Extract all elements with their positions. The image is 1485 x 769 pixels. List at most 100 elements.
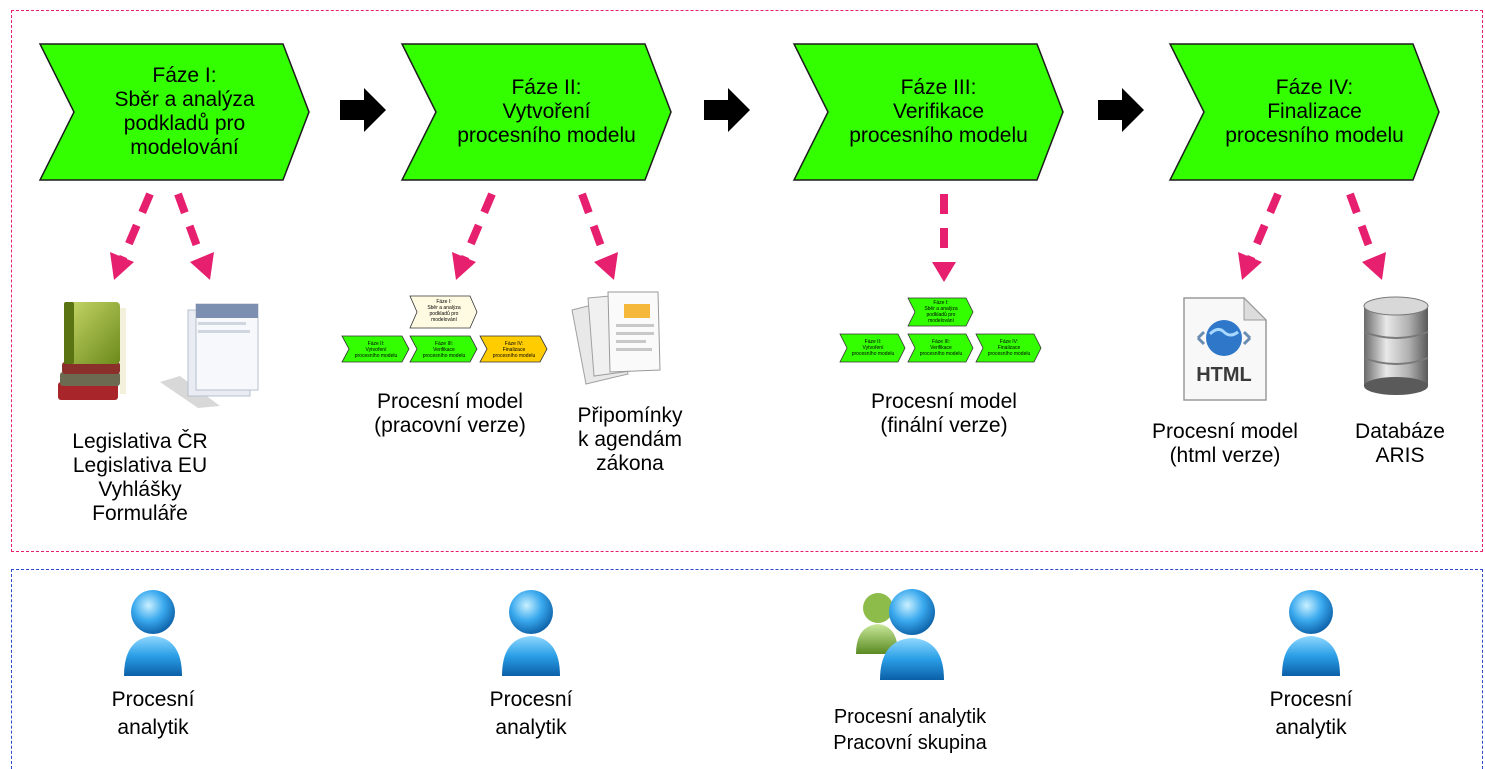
user-icon bbox=[502, 590, 560, 676]
phase-4-text: Fáze IV: Finalizace procesního modelu bbox=[1220, 42, 1409, 182]
arrow-right-icon bbox=[1098, 88, 1144, 132]
mini-phase-1-line: podkladů pro bbox=[429, 311, 459, 317]
phase-1-text: Fáze I: Sběr a analýza podkladů pro mode… bbox=[90, 42, 279, 182]
mini-process-model-working: Fáze I: Sběr a analýza podkladů pro mode… bbox=[340, 294, 550, 374]
role-4-line: Procesní bbox=[1269, 688, 1353, 711]
dashed-arrow-icon bbox=[1238, 192, 1282, 280]
mini-phase-3-line: Verifikace bbox=[433, 347, 455, 353]
role-1-line: analytik bbox=[117, 716, 189, 739]
mini-phase-2-text: Fáze II: Vytvoření procesního modelu bbox=[348, 341, 404, 359]
phase-3-chevron: Fáze III: Verifikace procesního modelu bbox=[792, 42, 1065, 182]
mini-phase-3-line: procesního modelu bbox=[422, 353, 466, 359]
phase-1-line-2: Sběr a analýza bbox=[114, 88, 255, 111]
role-3-line: Procesní analytik bbox=[833, 706, 987, 728]
legislation-line: Formuláře bbox=[92, 502, 188, 525]
mini-phase-3-line: Fáze III: bbox=[434, 341, 454, 347]
phase-2-text: Fáze II: Vytvoření procesního modelu bbox=[452, 42, 641, 182]
dashed-arrow-icon bbox=[578, 192, 618, 280]
dashed-arrow-icon bbox=[1346, 192, 1386, 280]
comments-line: zákona bbox=[596, 452, 664, 475]
mini-phase-2-line: Vytvoření bbox=[365, 347, 387, 353]
html-file-icon: HTML bbox=[1178, 296, 1270, 402]
phase-2-line-1: Fáze II: bbox=[511, 76, 582, 99]
mini-final-phase-3-line: Fáze III: bbox=[931, 339, 951, 345]
role-1-line: Procesní bbox=[111, 688, 195, 711]
comments-line: Připomínky bbox=[577, 404, 683, 427]
mini-final-phase-4-line: procesního modelu bbox=[987, 351, 1031, 357]
mini-final-phase-2-line: Fáze II: bbox=[864, 339, 882, 345]
role-2-label: Procesní analytik bbox=[441, 686, 621, 742]
user-group-icon bbox=[856, 589, 944, 680]
phase-3-text: Fáze III: Verifikace procesního modelu bbox=[844, 42, 1033, 182]
model-html-line: (html verze) bbox=[1169, 444, 1281, 467]
role-2-line: analytik bbox=[495, 716, 567, 739]
dashed-arrow-icon bbox=[452, 192, 496, 280]
phase-2-line-3: procesního modelu bbox=[457, 124, 636, 147]
mini-phase-1-text: Fáze I: Sběr a analýza podkladů pro mode… bbox=[416, 299, 472, 323]
phase-4-line-1: Fáze IV: bbox=[1275, 76, 1354, 99]
mini-final-phase-2-line: Vytvoření bbox=[862, 345, 884, 351]
mini-final-phase-3-line: procesního modelu bbox=[919, 351, 963, 357]
user-icon bbox=[1282, 590, 1340, 676]
papers-icon bbox=[571, 291, 661, 385]
mini-final-phase-2-line: procesního modelu bbox=[851, 351, 895, 357]
arrow-right-icon bbox=[704, 88, 750, 132]
model-working-line: Procesní model bbox=[377, 390, 523, 413]
mini-final-phase-4-line: Fáze IV: bbox=[999, 339, 1019, 345]
mini-phase-1-line: Fáze I: bbox=[436, 299, 452, 305]
phase-1-chevron: Fáze I: Sběr a analýza podkladů pro mode… bbox=[38, 42, 311, 182]
database-icon bbox=[1363, 296, 1429, 395]
role-1-label: Procesní analytik bbox=[63, 686, 243, 742]
mini-phase-4-text: Fáze IV: Finalizace procesního modelu bbox=[486, 341, 542, 359]
mini-final-phase-1-line: Sběr a analýza bbox=[924, 306, 958, 312]
role-3-line: Pracovní skupina bbox=[833, 732, 987, 754]
mini-phase-2-line: Fáze II: bbox=[367, 341, 385, 347]
role-3-label: Procesní analytik Pracovní skupina bbox=[800, 704, 1020, 756]
mini-final-phase-4-line: Finalizace bbox=[997, 345, 1021, 351]
mini-phase-3-text: Fáze III: Verifikace procesního modelu bbox=[416, 341, 472, 359]
mini-final-phase-1-line: modelování bbox=[928, 318, 954, 324]
mini-phase-1-line: modelování bbox=[431, 317, 457, 323]
database-line: ARIS bbox=[1375, 444, 1425, 467]
phase-3-line-3: procesního modelu bbox=[849, 124, 1028, 147]
mini-phase-4-line: Fáze IV: bbox=[504, 341, 524, 347]
mini-phase-1-line: Sběr a analýza bbox=[427, 305, 461, 311]
books-icon bbox=[58, 302, 126, 400]
legislation-line: Vyhlášky bbox=[98, 478, 182, 501]
role-4-line: analytik bbox=[1275, 716, 1347, 739]
legislation-line: Legislativa ČR bbox=[72, 430, 208, 453]
model-working-line: (pracovní verze) bbox=[374, 414, 526, 437]
mini-final-phase-2-text: Fáze II: Vytvoření procesního modelu bbox=[846, 339, 900, 357]
role-4-label: Procesní analytik bbox=[1221, 686, 1401, 742]
dashed-arrow-icon bbox=[110, 192, 154, 280]
role-2-line: Procesní bbox=[489, 688, 573, 711]
model-final-line: Procesní model bbox=[871, 390, 1017, 413]
database-label: Databáze ARIS bbox=[1340, 420, 1460, 468]
roles-frame bbox=[11, 569, 1483, 769]
documents-icon bbox=[160, 303, 259, 408]
phase-4-line-3: procesního modelu bbox=[1225, 124, 1404, 147]
dashed-arrow-icon bbox=[174, 192, 214, 280]
legislation-label: Legislativa ČR Legislativa EU Vyhlášky F… bbox=[50, 430, 230, 526]
phase-1-line-3: podkladů pro bbox=[123, 112, 246, 135]
mini-final-phase-3-line: Verifikace bbox=[930, 345, 952, 351]
mini-phase-4-line: procesního modelu bbox=[492, 353, 536, 359]
phase-1-line-4: modelování bbox=[130, 136, 239, 159]
mini-final-phase-3-text: Fáze III: Verifikace procesního modelu bbox=[914, 339, 968, 357]
phase-1-line-1: Fáze I: bbox=[152, 64, 217, 87]
phase-2-line-2: Vytvoření bbox=[502, 100, 591, 123]
mini-final-phase-4-text: Fáze IV: Finalizace procesního modelu bbox=[982, 339, 1036, 357]
legislation-line: Legislativa EU bbox=[72, 454, 208, 477]
phase-2-chevron: Fáze II: Vytvoření procesního modelu bbox=[400, 42, 673, 182]
database-line: Databáze bbox=[1355, 420, 1445, 443]
phase-4-chevron: Fáze IV: Finalizace procesního modelu bbox=[1168, 42, 1441, 182]
model-html-label: Procesní model (html verze) bbox=[1125, 420, 1325, 468]
mini-final-phase-1-text: Fáze I: Sběr a analýza podkladů pro mode… bbox=[914, 300, 968, 324]
mini-final-phase-1-line: Fáze I: bbox=[933, 300, 949, 306]
model-final-line: (finální verze) bbox=[880, 414, 1008, 437]
phase-3-line-1: Fáze III: bbox=[900, 76, 977, 99]
user-icon bbox=[124, 590, 182, 676]
model-final-label: Procesní model (finální verze) bbox=[844, 390, 1044, 438]
phases-frame bbox=[11, 10, 1483, 552]
phase-4-line-2: Finalizace bbox=[1267, 100, 1362, 123]
